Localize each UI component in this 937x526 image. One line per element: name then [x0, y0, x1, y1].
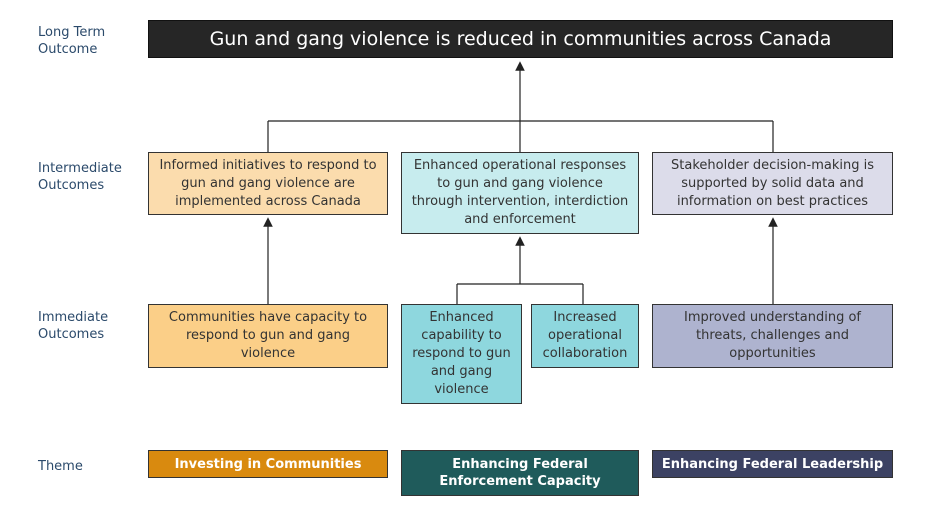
label-immediate-line1: Immediate — [38, 310, 109, 325]
intermediate-outcome-leadership: Stakeholder decision-making is supported… — [652, 152, 893, 215]
label-long-term-line1: Long Term — [38, 25, 106, 40]
immediate-outcome-communities-text: Communities have capacity to respond to … — [168, 310, 368, 361]
immediate-outcome-capability: Enhanced capability to respond to gun an… — [401, 304, 522, 404]
theme-federal-enforcement: Enhancing Federal Enforcement Capacity — [401, 450, 639, 496]
intermediate-outcome-enforcement: Enhanced operational responses to gun an… — [401, 152, 639, 234]
theme-federal-leadership: Enhancing Federal Leadership — [652, 450, 893, 478]
immediate-outcome-communities: Communities have capacity to respond to … — [148, 304, 388, 368]
intermediate-outcome-communities-text: Informed initiatives to respond to gun a… — [159, 157, 377, 209]
intermediate-outcome-enforcement-text: Enhanced operational responses to gun an… — [411, 158, 629, 227]
long-term-outcome-text: Gun and gang violence is reduced in comm… — [209, 28, 832, 50]
label-long-term-line2: Outcome — [38, 42, 98, 57]
theme-investing-communities: Investing in Communities — [148, 450, 388, 478]
label-immediate-outcomes: Immediate Outcomes — [38, 309, 108, 343]
label-immediate-line2: Outcomes — [38, 327, 105, 342]
label-theme: Theme — [38, 459, 83, 474]
intermediate-outcome-communities: Informed initiatives to respond to gun a… — [148, 152, 388, 215]
immediate-outcome-capability-text: Enhanced capability to respond to gun an… — [412, 310, 511, 397]
theme-federal-leadership-text: Enhancing Federal Leadership — [661, 456, 884, 472]
label-long-term-outcome: Long Term Outcome — [38, 24, 105, 58]
immediate-outcome-leadership-text: Improved understanding of threats, chall… — [683, 310, 861, 361]
label-intermediate-outcomes: Intermediate Outcomes — [38, 160, 122, 194]
immediate-outcome-leadership: Improved understanding of threats, chall… — [652, 304, 893, 368]
immediate-outcome-collaboration-text: Increased operational collaboration — [542, 310, 628, 361]
intermediate-outcome-leadership-text: Stakeholder decision-making is supported… — [671, 157, 874, 209]
immediate-outcome-collaboration: Increased operational collaboration — [531, 304, 639, 368]
label-intermediate-line1: Intermediate — [38, 161, 122, 176]
theme-federal-enforcement-text: Enhancing Federal Enforcement Capacity — [439, 457, 601, 489]
label-intermediate-line2: Outcomes — [38, 178, 105, 193]
theme-investing-communities-text: Investing in Communities — [174, 456, 362, 472]
long-term-outcome-box: Gun and gang violence is reduced in comm… — [148, 20, 893, 58]
